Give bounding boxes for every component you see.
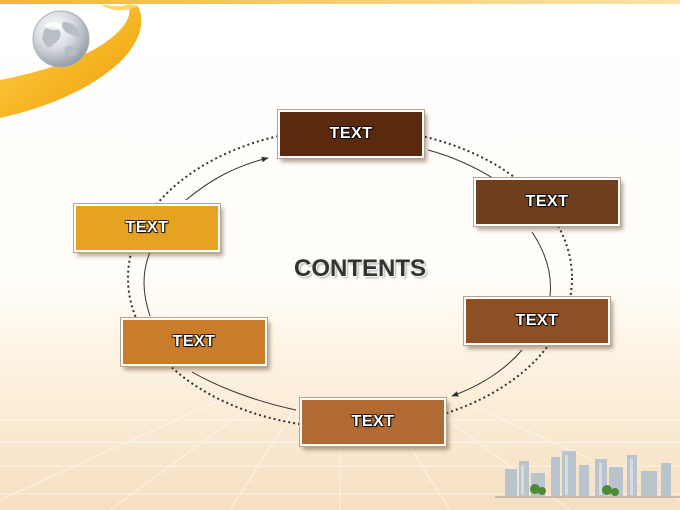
globe-icon: [32, 10, 90, 68]
cycle-node-upper-left[interactable]: TEXT: [73, 203, 221, 253]
cycle-node-label: TEXT: [525, 193, 569, 210]
center-title: CONTENTS: [294, 255, 426, 282]
city-skyline-icon: [495, 451, 680, 498]
cycle-node-label: TEXT: [351, 413, 395, 430]
cycle-node-bottom[interactable]: TEXT: [299, 397, 447, 447]
cycle-node-label: TEXT: [329, 125, 373, 142]
cycle-node-lower-left[interactable]: TEXT: [120, 317, 268, 367]
top-accent-strip: [0, 0, 680, 4]
cycle-node-label: TEXT: [515, 312, 559, 329]
cycle-node-label: TEXT: [172, 333, 216, 350]
cycle-node-top[interactable]: TEXT: [277, 109, 425, 159]
cycle-node-label: TEXT: [125, 219, 169, 236]
cycle-node-lower-right[interactable]: TEXT: [463, 296, 611, 346]
cycle-node-upper-right[interactable]: TEXT: [473, 177, 621, 227]
